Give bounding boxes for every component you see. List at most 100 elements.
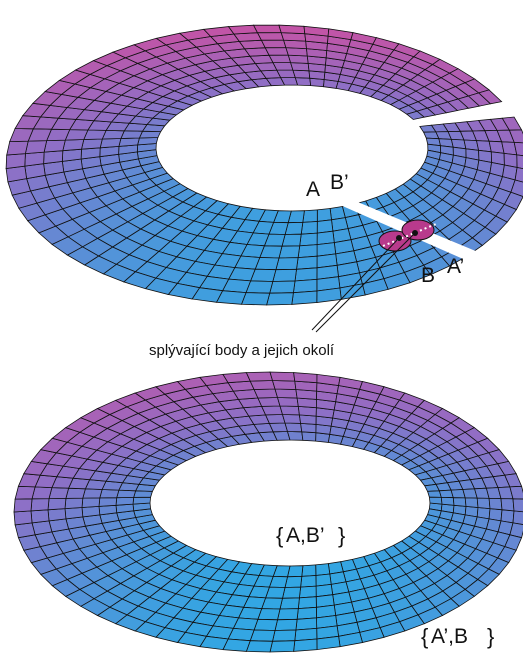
mesh-cell [292,69,311,79]
mesh-cell [500,498,515,512]
cut-band-surface [5,24,523,306]
mesh-cell [478,89,503,105]
mesh-cell [281,414,302,424]
mesh-cell [275,257,299,271]
mesh-cell [99,138,122,149]
mesh-cell [271,629,297,642]
mesh-cell [260,39,287,49]
mesh-cell [298,585,317,599]
mesh-cell [261,405,284,416]
mesh-cell [227,24,259,35]
mesh-cell [488,497,503,511]
mesh-cell [266,292,294,306]
mesh-cell [24,140,48,155]
mesh-cell [249,629,276,642]
mobius-band-surface [13,371,523,653]
label-pair-inner-text: A,B’ [286,524,325,547]
mesh-cell [256,32,285,41]
mesh-cell [298,414,317,425]
mesh-cell [315,563,331,576]
mesh-cell [30,498,50,512]
mesh-cell [301,564,317,577]
mesh-cell [440,496,455,506]
mesh-cell [47,497,67,511]
mesh-cell [476,497,491,510]
svg-text:}: } [487,624,494,649]
mesh-cell [302,209,318,223]
mesh-cell [14,522,36,539]
mesh-cell [257,397,281,407]
mesh-cell [293,372,318,384]
mesh-cell [245,371,274,382]
mesh-cell [6,140,29,156]
mesh-cell [80,138,103,150]
mesh-cell [5,153,26,169]
mesh-cell [281,586,302,599]
mesh-cell [464,497,479,508]
mesh-cell [316,208,332,222]
mesh-cell [427,490,442,498]
mesh-cell [271,380,297,390]
mesh-cell [30,509,50,524]
mesh-cell [64,497,84,510]
mesh-cell [316,635,341,651]
mesh-cell [516,154,523,170]
mesh-cell [316,287,342,303]
mesh-cell [512,498,523,513]
mesh-cell [118,137,140,147]
mesh-cell [64,507,84,520]
mesh-cell [245,640,274,653]
mesh-cell [81,497,101,508]
mesh-cell [293,638,318,652]
label-b-prime: B’ [330,171,349,194]
mesh-cell [276,608,299,621]
mesh-cell [222,372,251,384]
mesh-cell [43,139,66,153]
neighborhood-left [378,230,412,252]
label-a-prime: A’ [447,255,464,278]
mesh-cell [13,498,33,513]
mesh-cell [278,24,306,35]
mesh-cell [300,575,317,588]
mesh-cell [269,640,296,653]
mesh-cell [13,510,33,526]
mesh-cell [274,618,298,631]
mesh-cell [264,414,286,424]
mesh-cell [284,422,303,433]
mesh-cell [269,280,296,294]
mesh-cell [296,606,317,620]
mesh-cell [48,487,70,500]
mesh-cell [98,497,118,507]
label-pair-outer-text: A’,B [431,625,468,648]
mesh-cell [290,62,310,72]
mesh-cell [264,47,289,56]
mesh-cell [299,232,318,247]
mesh-cell [24,151,45,167]
mesh-cell [249,380,276,390]
svg-text:{: { [276,523,283,548]
neighborhood-right [401,219,435,241]
label-pair-inner: { A,B’ } [276,523,345,548]
mesh-cell [272,62,294,71]
mesh-cell [510,179,523,197]
mesh-cell [99,489,120,499]
leader-lines [311,232,416,333]
mesh-cell [115,496,135,506]
mesh-cell [14,485,36,500]
mesh-cell [292,278,318,294]
mesh-cell [81,505,101,518]
mesh-cell [301,431,317,442]
mesh-cell [286,431,304,441]
mesh-cell [509,485,523,500]
mesh-cell [278,245,301,259]
mesh-cell [294,267,318,282]
mesh-cell [508,129,523,144]
mesh-cell [300,221,318,235]
mesh-cell [272,268,297,282]
mesh-cell [62,139,85,152]
caption: splývající body a jejich okolí [149,342,335,359]
mesh-cell [253,388,279,399]
mesh-cell [132,496,152,505]
mesh-cell [47,508,67,522]
